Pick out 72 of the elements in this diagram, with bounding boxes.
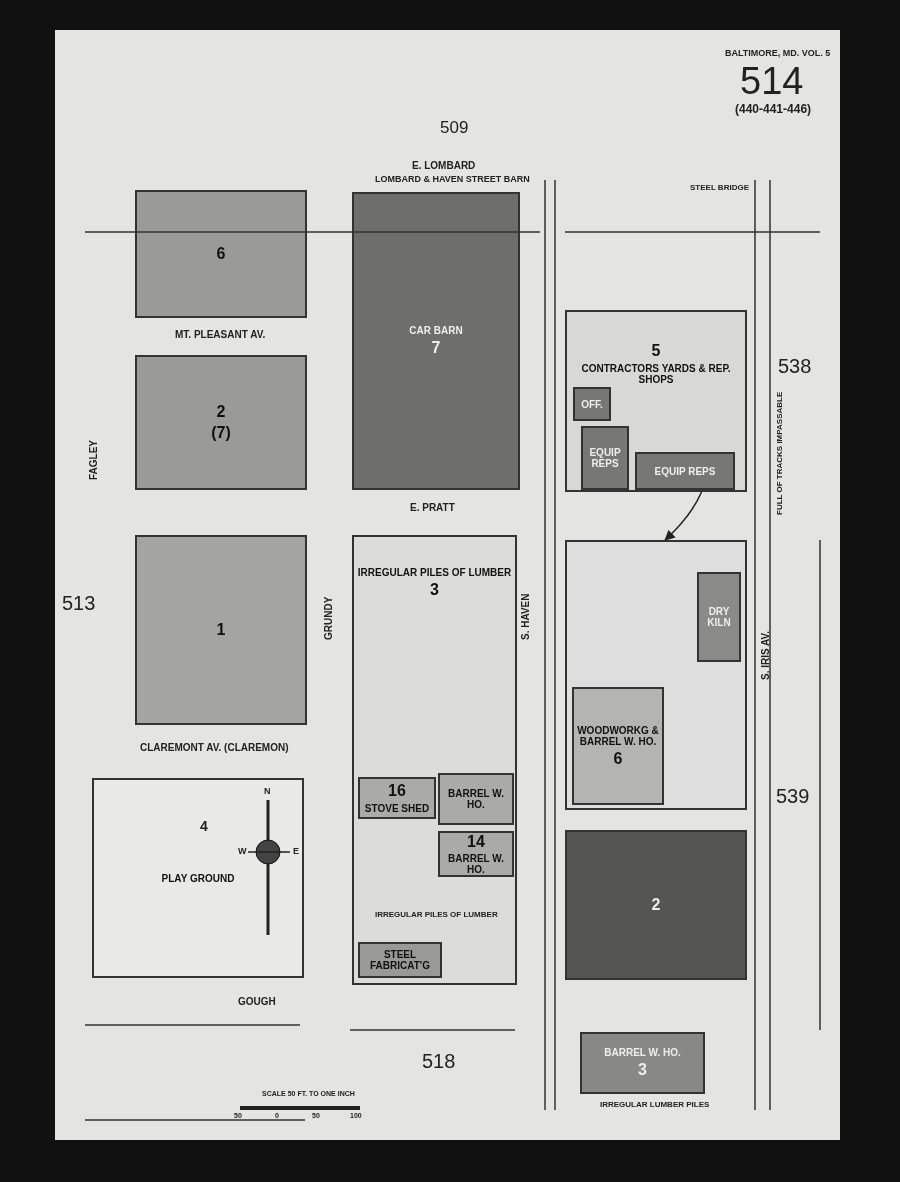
street-name: S. IRIS AV. (760, 630, 771, 680)
empty-yard-block (565, 540, 747, 810)
street-name: E. PRATT (410, 502, 455, 513)
street-name: E. LOMBARD (412, 160, 476, 171)
block-number: 7 (431, 339, 441, 357)
building-block (358, 942, 442, 978)
block-number: 3 (430, 581, 439, 599)
building-label: OFF. (581, 398, 603, 410)
yard-note: IRREGULAR PILES OF LUMBER (375, 910, 498, 919)
building-note: LOMBARD & HAVEN STREET BARN (375, 174, 530, 184)
city-block (565, 830, 747, 980)
arrow (664, 491, 703, 541)
city-block (135, 190, 307, 318)
block-number: 16 (388, 782, 406, 800)
building-block (697, 572, 741, 662)
building-block (438, 831, 514, 877)
sheet-reference: BALTIMORE, MD. VOL. 5 (725, 48, 831, 58)
yard-note: IRREGULAR LUMBER PILES (600, 1100, 710, 1109)
building-block (438, 773, 514, 825)
city-block (565, 310, 747, 492)
building-label: CONTRACTORS YARDS & REP. SHOPS (580, 362, 732, 385)
city-block (352, 535, 517, 985)
block-number: 1 (216, 621, 226, 639)
city-block (352, 192, 520, 490)
building-block (581, 426, 629, 490)
city-block (580, 1032, 705, 1094)
handwritten-number: 4 (200, 818, 208, 834)
adjoining-sheet-number: 513 (62, 592, 96, 615)
building-label: EQUIP REPS (654, 465, 716, 477)
block-number: 6 (216, 245, 226, 263)
building-label: STOVE SHED (364, 802, 430, 814)
building-label: WOODWORKG & BARREL W. HO. (576, 724, 660, 747)
compass-letter: E (293, 846, 299, 856)
building-block (635, 452, 735, 490)
building-label: CAR BARN (409, 325, 463, 337)
street-name: GRUNDY (323, 596, 334, 640)
building-label: EQUIP REPS (588, 447, 622, 469)
page-number: 514 (740, 60, 804, 103)
building-label: BARREL W. HO. (447, 788, 505, 810)
adjoining-sheet-number: 539 (776, 785, 810, 808)
bridge-label: STEEL BRIDGE (690, 183, 749, 192)
track-note: FULL OF TRACKS IMPASSABLE (775, 391, 784, 515)
street-name: FAGLEY (88, 440, 99, 480)
city-block (135, 355, 307, 490)
adjoining-sheet-number: 509 (440, 118, 469, 138)
block-number: 2 (651, 896, 661, 914)
street-name: CLAREMONT AV. (CLAREMON) (140, 742, 289, 753)
compass-letter: N (264, 786, 271, 796)
city-block (135, 535, 307, 725)
sheet-reference: (440-441-446) (735, 102, 812, 116)
building-label: BARREL W. HO. (604, 1047, 681, 1059)
street-name: MT. PLEASANT AV. (175, 329, 266, 340)
building-label: IRREGULAR PILES OF LUMBER (357, 567, 512, 578)
building-label: BARREL W. HO. (447, 853, 505, 876)
block-number: 3 (638, 1061, 647, 1079)
block-number: 5 (651, 342, 661, 360)
building-block (573, 387, 611, 421)
block-number: (7) (211, 424, 231, 442)
block-number: 14 (467, 832, 485, 851)
adjoining-sheet-number: 538 (778, 355, 812, 378)
building-block (358, 777, 436, 819)
building-block (572, 687, 664, 805)
building-label: STEEL FABRICAT'G (369, 949, 431, 971)
block-number: 2 (216, 403, 226, 421)
building-label: PLAY GROUND (161, 872, 235, 884)
block-number: 6 (613, 749, 623, 768)
adjoining-sheet-number: 518 (422, 1050, 456, 1073)
compass-letter: W (238, 846, 247, 856)
city-block (92, 778, 304, 978)
street-name: S. HAVEN (520, 593, 531, 640)
building-label: DRY KILN (706, 606, 732, 628)
street-name: GOUGH (238, 996, 276, 1007)
